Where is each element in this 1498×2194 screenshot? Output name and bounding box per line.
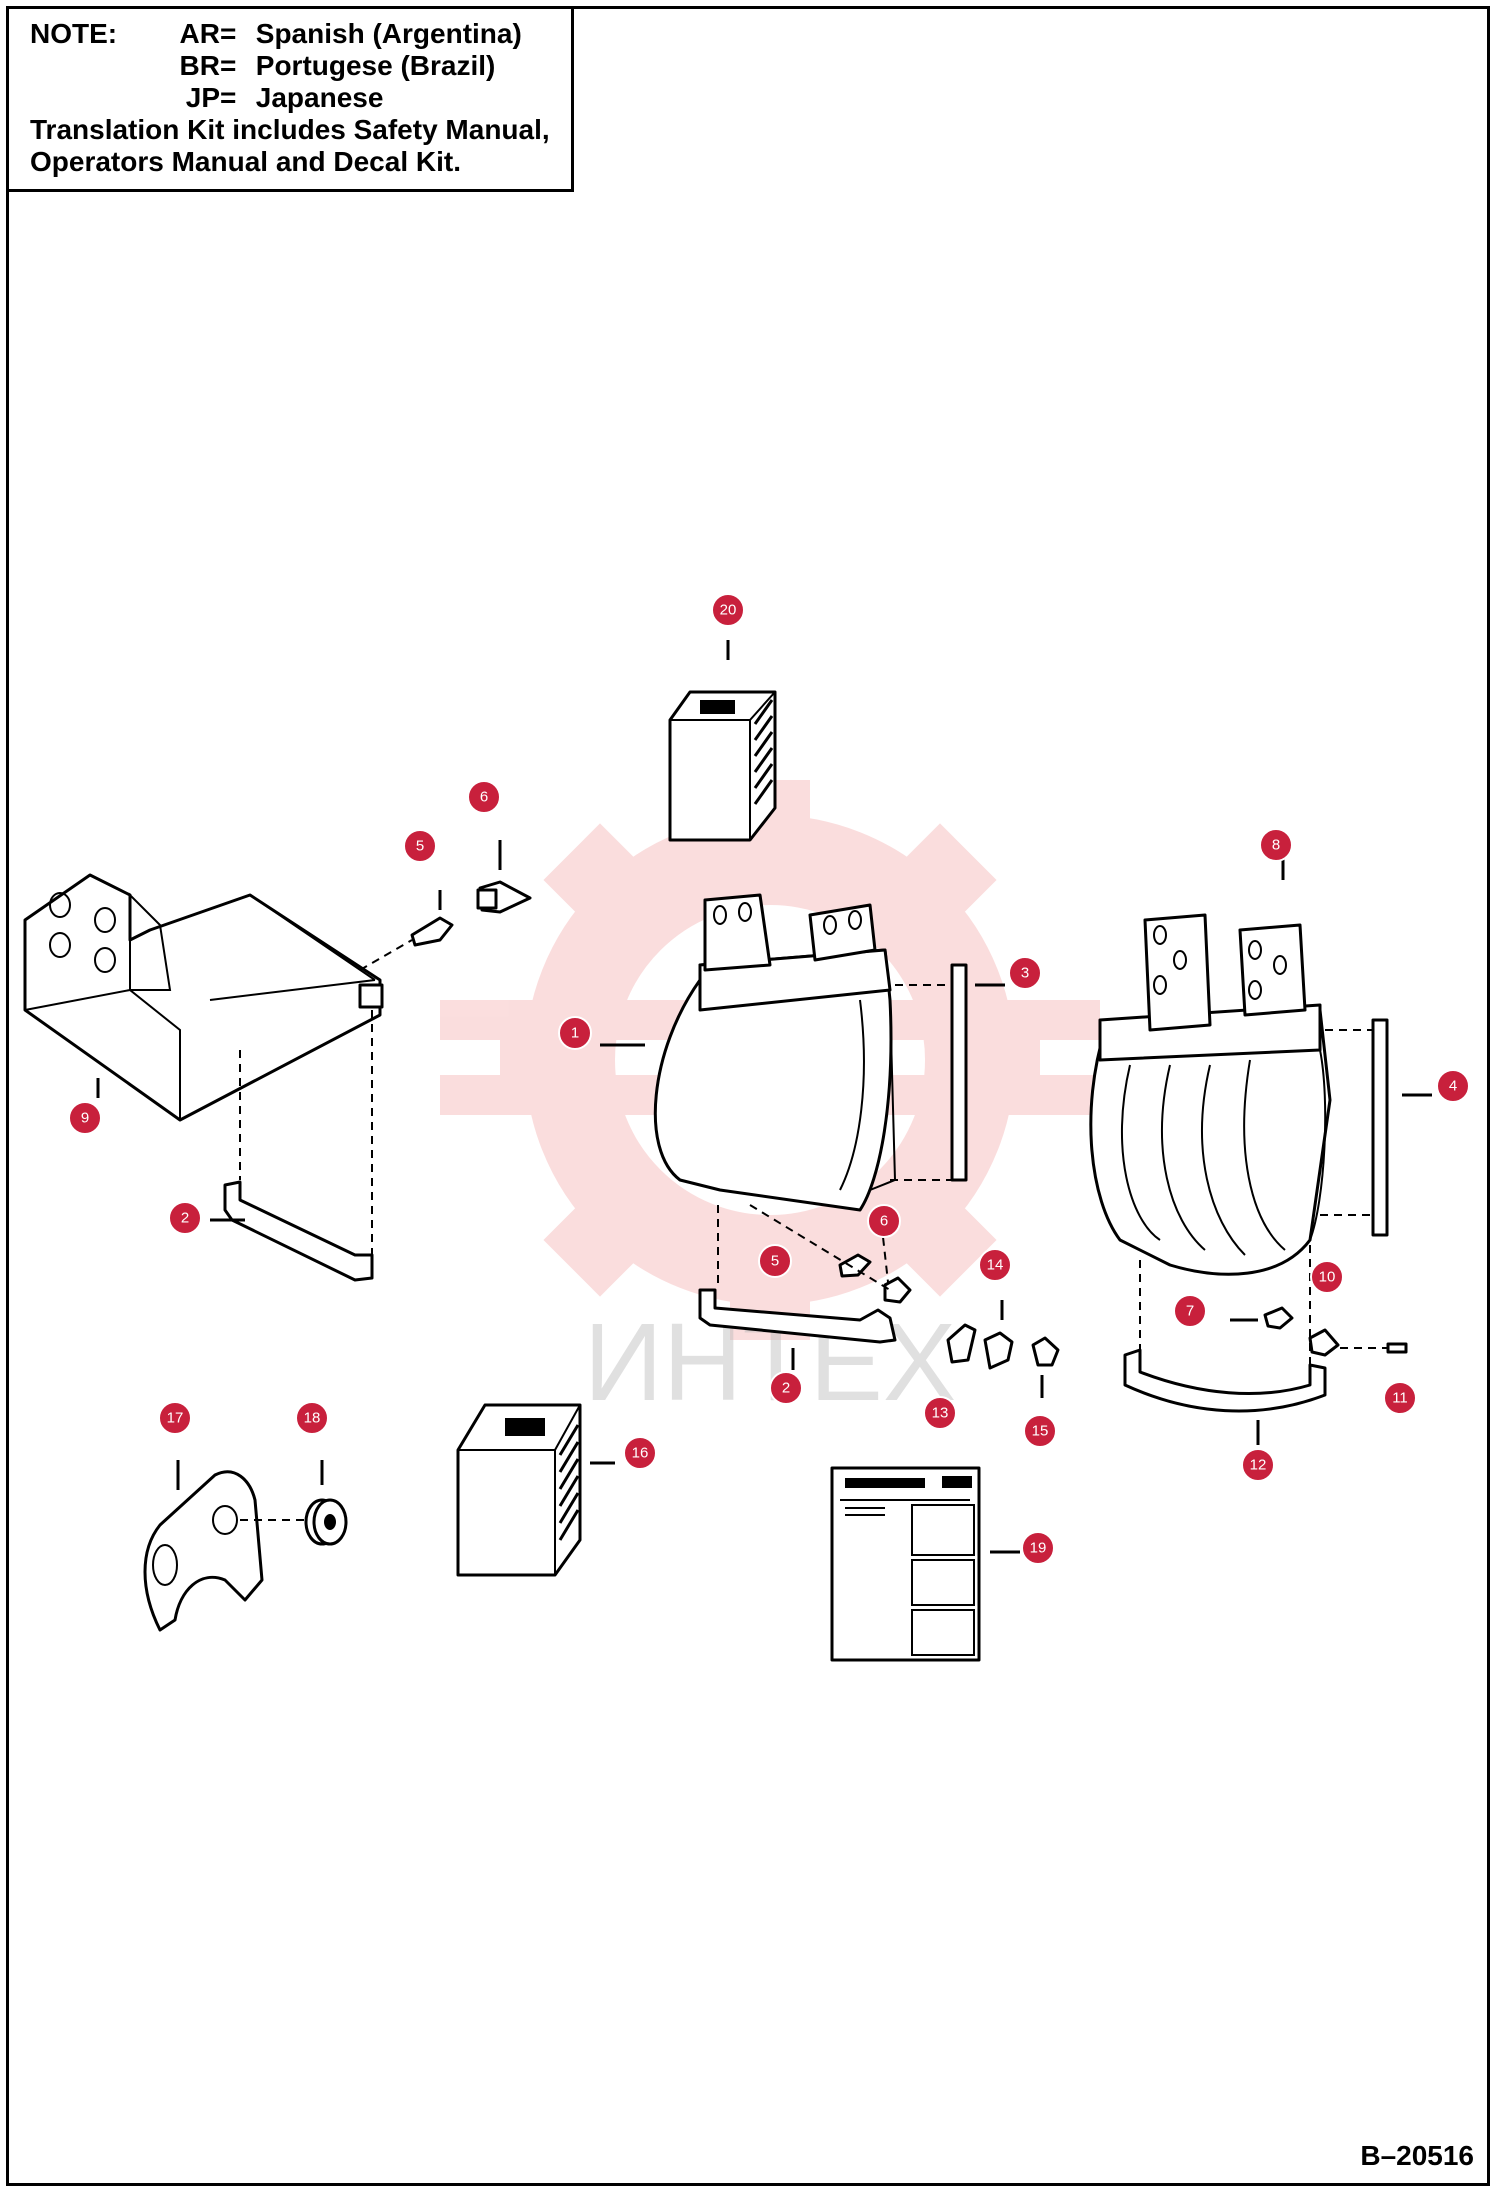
callout-10: 10 xyxy=(1310,1260,1344,1294)
svg-text:16: 16 xyxy=(632,1445,649,1462)
svg-text:15: 15 xyxy=(1032,1423,1049,1440)
svg-text:14: 14 xyxy=(987,1257,1004,1274)
svg-text:13: 13 xyxy=(932,1405,949,1422)
part-7-tooth-right xyxy=(1263,1306,1294,1330)
svg-text:6: 6 xyxy=(880,1213,888,1230)
svg-text:2: 2 xyxy=(782,1380,790,1397)
part-11-pin xyxy=(1386,1342,1408,1354)
svg-text:19: 19 xyxy=(1030,1540,1047,1557)
svg-text:17: 17 xyxy=(167,1410,184,1427)
callout-16: 16 xyxy=(623,1436,657,1470)
part-12-cutting-edge-right xyxy=(1123,1348,1327,1413)
callout-9: 9 xyxy=(68,1101,102,1135)
part-5-tooth-upper xyxy=(410,916,454,947)
callout-6: 6 xyxy=(467,780,501,814)
svg-text:7: 7 xyxy=(1186,1303,1194,1320)
part-17-lifting-bracket xyxy=(143,1470,264,1632)
callout-3: 3 xyxy=(1008,956,1042,990)
note-line-2: Operators Manual and Decal Kit. xyxy=(30,146,461,177)
part-3-side-cutter xyxy=(950,963,968,1182)
figure-id: B–20516 xyxy=(1360,2140,1474,2171)
note-box: NOTE:AR = Spanish (Argentina) BR = Portu… xyxy=(6,6,574,192)
note-code: AR xyxy=(179,18,220,49)
part-13-tooth xyxy=(946,1323,977,1364)
note-lead: NOTE: xyxy=(30,18,118,49)
callout-18: 18 xyxy=(295,1401,329,1435)
callout-1: 1 xyxy=(558,1016,592,1050)
part-18-bushing xyxy=(304,1498,348,1546)
part-2-cutting-edge-left xyxy=(223,1180,374,1282)
callout-2: 2 xyxy=(769,1371,803,1405)
callout-4: 4 xyxy=(1436,1069,1470,1103)
svg-text:12: 12 xyxy=(1250,1457,1267,1474)
part-10-adapter-right xyxy=(1308,1328,1340,1357)
part-2-cutting-edge-center xyxy=(698,1288,897,1344)
note-code: BR xyxy=(179,50,220,81)
note-language: Portugese (Brazil) xyxy=(255,50,496,81)
svg-text:4: 4 xyxy=(1449,1078,1457,1095)
svg-text:1: 1 xyxy=(571,1025,579,1042)
svg-text:11: 11 xyxy=(1392,1390,1408,1407)
callout-6: 6 xyxy=(867,1204,901,1238)
part-14-tooth xyxy=(983,1331,1014,1370)
part-9-mounting-bracket xyxy=(23,873,384,1122)
svg-text:5: 5 xyxy=(771,1253,779,1270)
callout-8: 8 xyxy=(1259,828,1293,862)
svg-text:2: 2 xyxy=(181,1210,189,1227)
callout-2: 2 xyxy=(168,1201,202,1235)
part-15-tooth xyxy=(1031,1336,1060,1367)
svg-text:6: 6 xyxy=(480,789,488,806)
callout-13: 13 xyxy=(923,1396,957,1430)
note-language: Japanese xyxy=(255,82,384,113)
note-language: Spanish (Argentina) xyxy=(255,18,522,49)
note-line-1: Translation Kit includes Safety Manual, xyxy=(30,114,550,145)
svg-text:8: 8 xyxy=(1272,837,1280,854)
note-row-ar: NOTE:AR = Spanish (Argentina) xyxy=(30,18,522,49)
part-16-decal-kit-box xyxy=(456,1403,582,1577)
part-20-manual-box xyxy=(668,690,777,842)
part-1-bucket xyxy=(653,893,897,1212)
callout-5: 5 xyxy=(758,1244,792,1278)
svg-text:20: 20 xyxy=(720,602,737,619)
svg-text:18: 18 xyxy=(304,1410,321,1427)
svg-text:10: 10 xyxy=(1319,1269,1336,1286)
part-4-side-cutter-right xyxy=(1371,1018,1389,1237)
part-8-bucket-ribbed xyxy=(1089,913,1332,1276)
part-6-adapter-upper xyxy=(476,880,532,914)
callout-17: 17 xyxy=(158,1401,192,1435)
callout-14: 14 xyxy=(978,1248,1012,1282)
diagram-frame xyxy=(6,6,1490,2186)
svg-text:3: 3 xyxy=(1021,965,1029,982)
note-code: JP xyxy=(185,82,220,113)
part-5-tooth-center xyxy=(838,1253,872,1278)
note-row-br: BR = Portugese (Brazil) xyxy=(30,50,571,82)
note-row-jp: JP = Japanese xyxy=(30,82,571,114)
svg-text:9: 9 xyxy=(81,1110,89,1127)
part-6-adapter-center xyxy=(883,1276,912,1304)
callout-20: 20 xyxy=(711,593,745,627)
part-19-instruction-sheet xyxy=(830,1466,981,1662)
callout-7: 7 xyxy=(1173,1294,1207,1328)
callout-15: 15 xyxy=(1023,1414,1057,1448)
callout-11: 11 xyxy=(1383,1381,1417,1415)
callout-5: 5 xyxy=(403,829,437,863)
svg-text:5: 5 xyxy=(416,838,424,855)
callout-12: 12 xyxy=(1241,1448,1275,1482)
callout-19: 19 xyxy=(1021,1531,1055,1565)
